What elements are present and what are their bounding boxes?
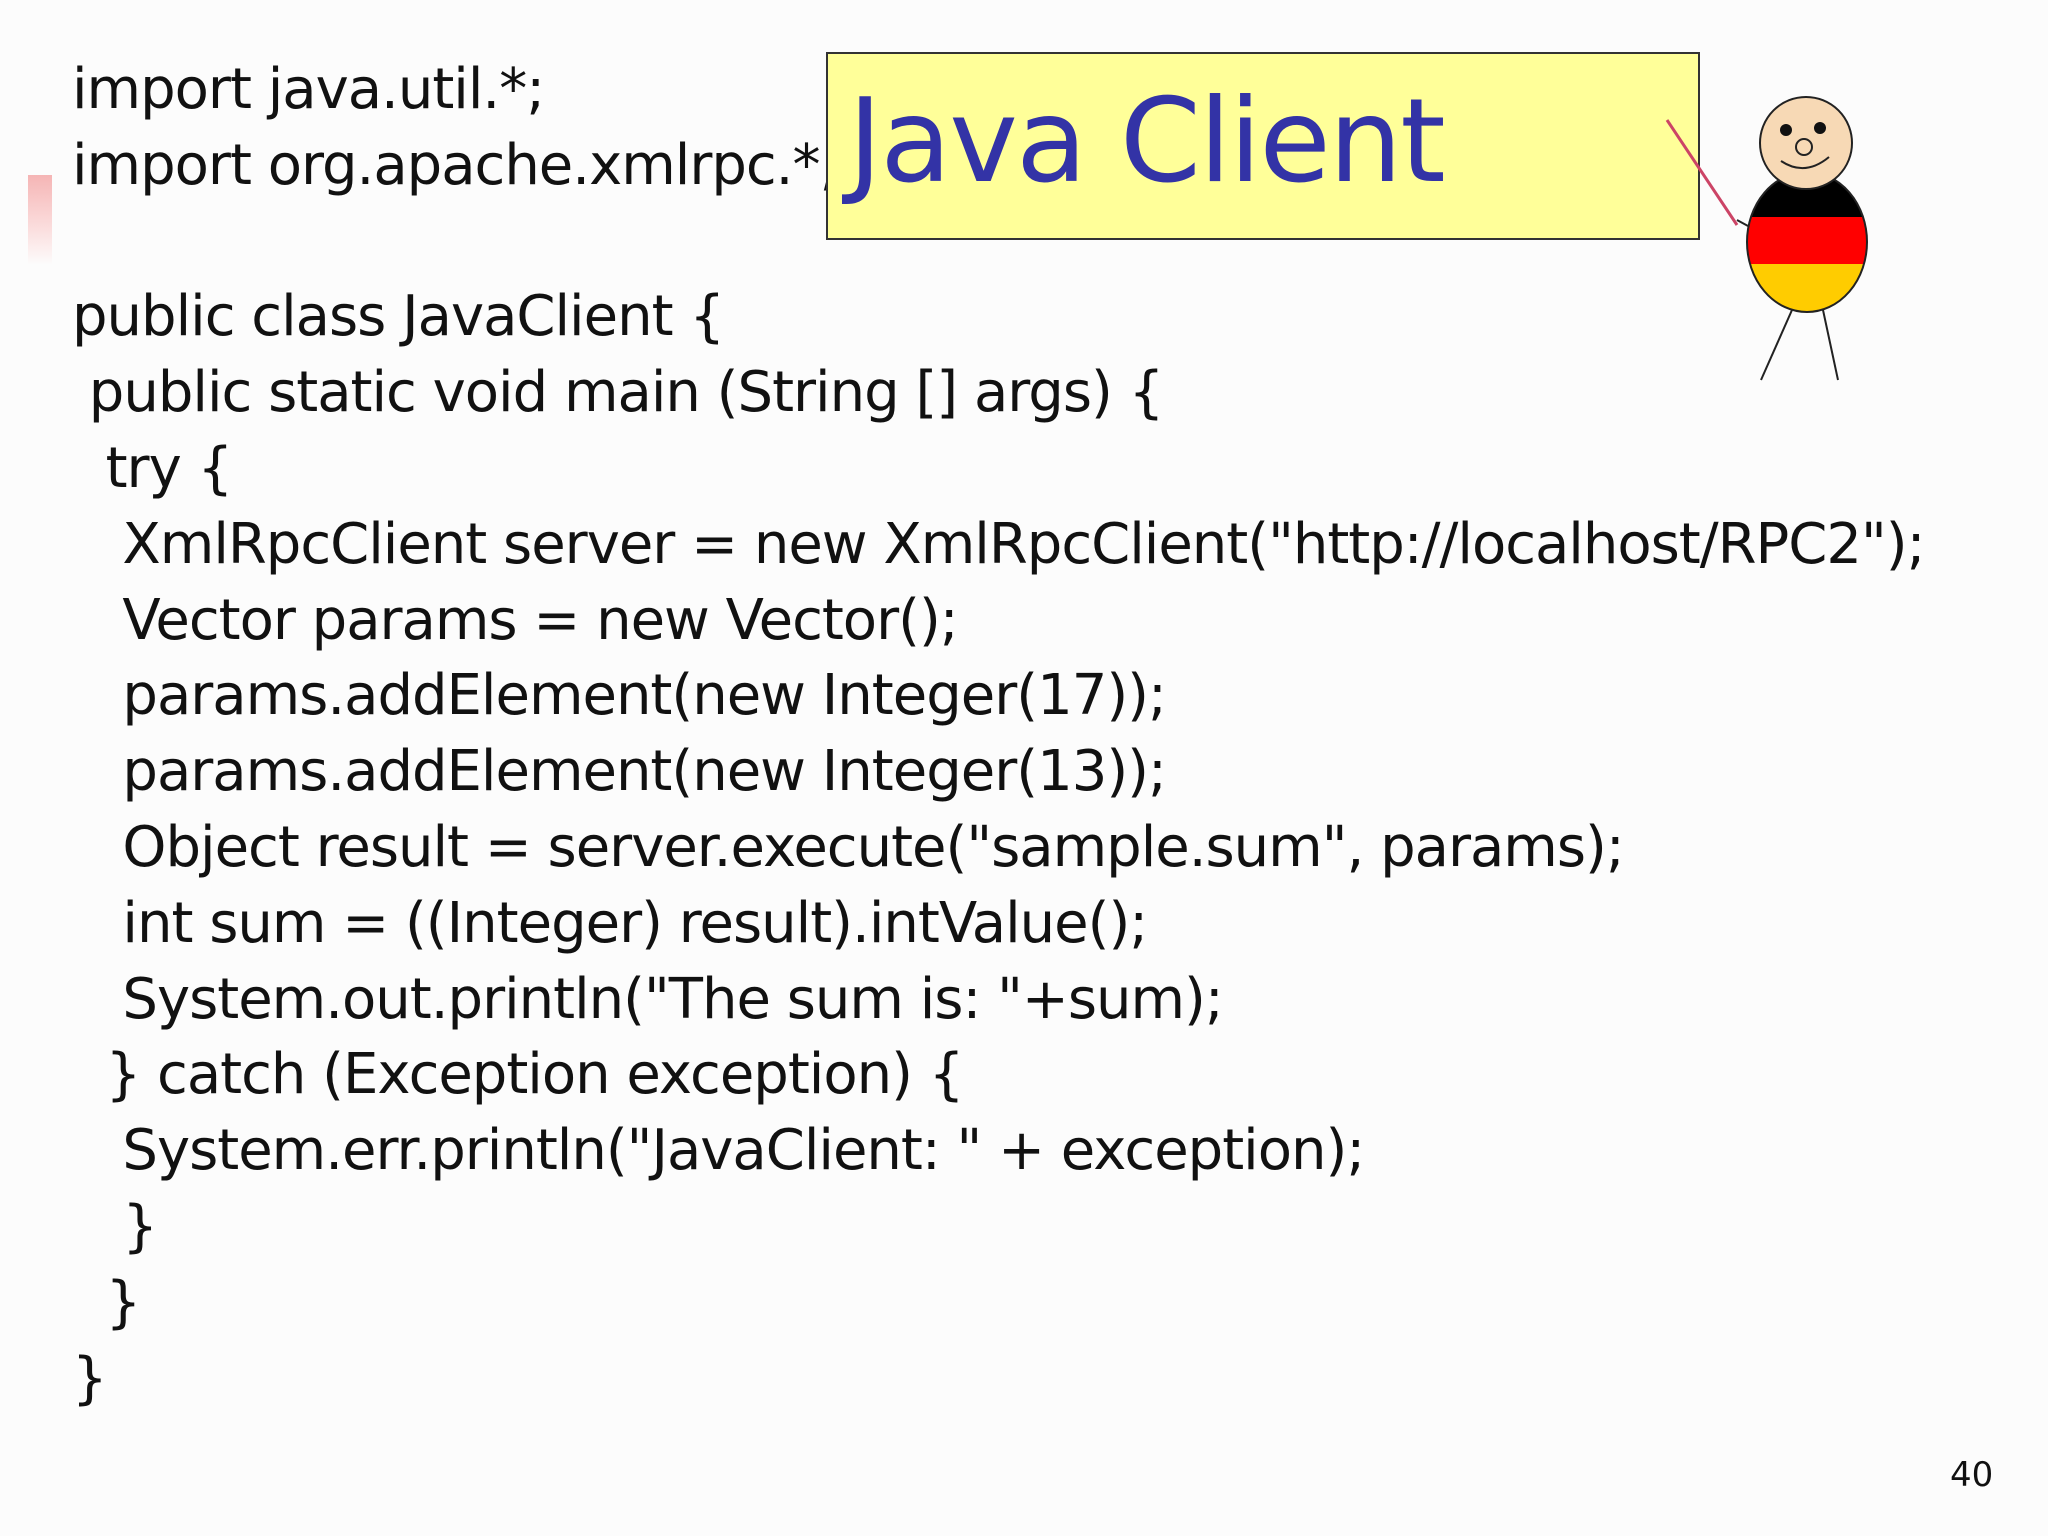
slide-title: Java Client: [848, 74, 1446, 209]
code-line: params.addElement(new Integer(17));: [72, 663, 1167, 729]
code-block: import java.util.*; import org.apache.xml…: [72, 52, 1926, 1416]
accent-bar: [28, 175, 52, 265]
page-number: 40: [1950, 1455, 1994, 1495]
code-line: Object result = server.execute("sample.s…: [72, 814, 1624, 880]
code-line: params.addElement(new Integer(13));: [72, 739, 1167, 805]
stick-figure-presenter-icon: [1665, 96, 1868, 381]
code-line: }: [72, 1269, 142, 1335]
code-line: public class JavaClient {: [72, 284, 725, 350]
code-line: System.out.println("The sum is: "+sum);: [72, 966, 1223, 1032]
code-line: XmlRpcClient server = new XmlRpcClient("…: [72, 511, 1925, 577]
code-line: public static void main (String [] args)…: [72, 360, 1165, 426]
code-line: Vector params = new Vector();: [72, 587, 958, 653]
code-line: int sum = ((Integer) result).intValue();: [72, 890, 1148, 956]
slide-background: [18, 18, 1898, 1498]
code-line: import java.util.*;: [72, 57, 545, 122]
code-line: } catch (Exception exception) {: [72, 1042, 965, 1108]
code-line: import org.apache.xmlrpc.*;: [72, 132, 838, 198]
code-line: System.err.println("JavaClient: " + exce…: [72, 1118, 1365, 1184]
code-line: try {: [72, 435, 234, 501]
code-line: }: [72, 1193, 158, 1259]
title-box: Java Client: [826, 52, 1700, 240]
code-line: }: [72, 1345, 108, 1411]
